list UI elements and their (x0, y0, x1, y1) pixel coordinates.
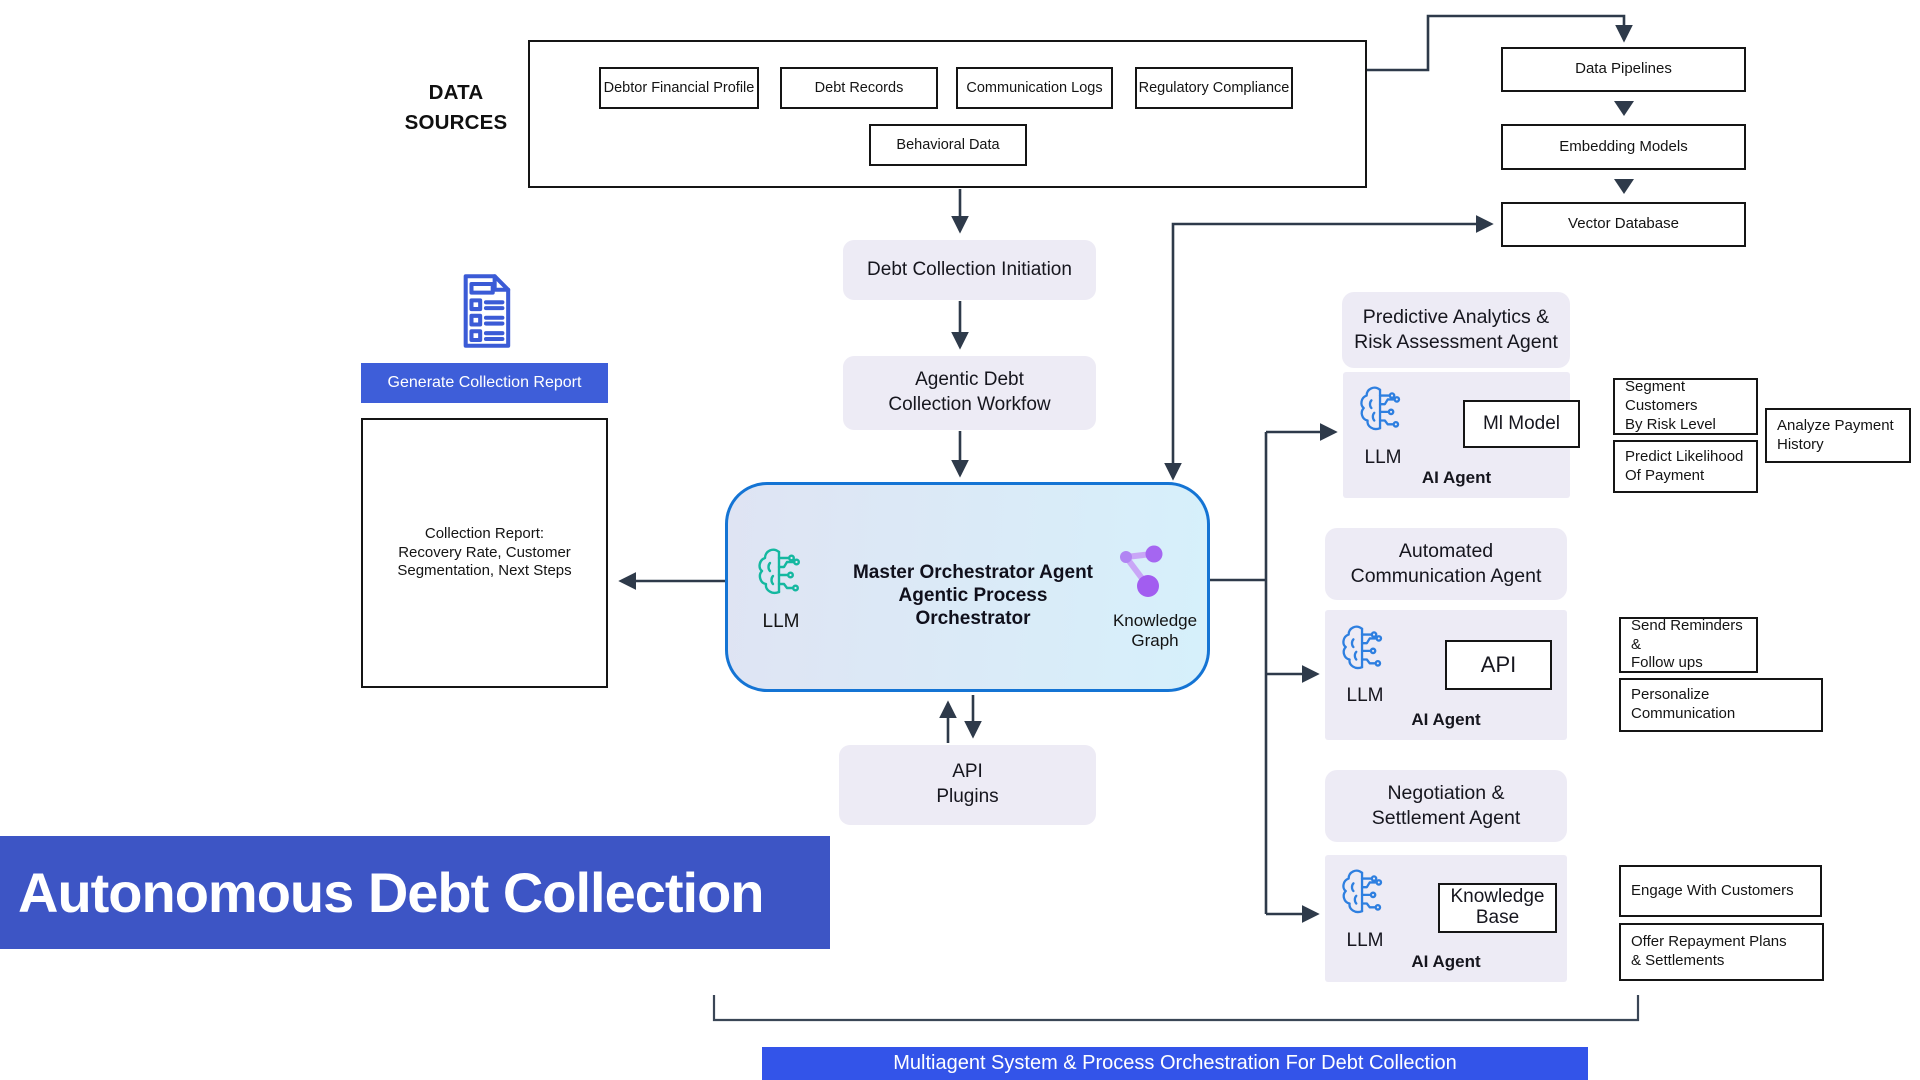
collection-report-line: Recovery Rate, Customer (398, 543, 571, 561)
collection-report-line: Collection Report: (424, 524, 545, 542)
agent-3-task-1: Engage With Customers (1619, 865, 1822, 917)
task-line: History (1777, 435, 1824, 453)
agent-1-ai-agent-label: AI Agent (1421, 467, 1492, 487)
chevron-pipelines-to-embeddings (1614, 101, 1634, 116)
agent-3-label-line: Negotiation & (1387, 781, 1505, 804)
agentic-workflow-line: Collection Workfow (888, 394, 1051, 415)
task-line: By Risk Level (1625, 415, 1716, 433)
agent-3-tool-box: Knowledge Base (1438, 883, 1557, 933)
knowledge-graph-label: Knowledge Graph (1104, 611, 1206, 651)
pipeline-box-data-pipelines: Data Pipelines (1501, 47, 1746, 92)
task-line: Predict Likelihood (1625, 447, 1744, 465)
llm-brain-icon (758, 548, 801, 595)
collection-report-line: Segmentation, Next Steps (397, 562, 572, 580)
task-line: Segment Customers (1625, 378, 1698, 415)
agent-2-label-line: Automated (1398, 539, 1494, 562)
orchestrator-title-line: Orchestrator (915, 608, 1031, 630)
data-source-item: Behavioral Data (869, 124, 1027, 166)
api-plugins-line: Plugins (936, 786, 999, 807)
task-line: Analyze Payment (1777, 416, 1894, 434)
agent-2-llm-label: LLM (1346, 685, 1384, 706)
data-source-item: Regulatory Compliance (1135, 67, 1293, 109)
agent-2-label-line: Communication Agent (1350, 565, 1542, 587)
agent-1-tool-box: Ml Model (1463, 400, 1580, 448)
agent-2-label: Automated Communication Agent (1325, 528, 1567, 600)
agent-3-task-2: Offer Repayment Plans & Settlements (1619, 923, 1824, 981)
agent-3-card: LLM Knowledge Base AI Agent (1325, 855, 1567, 982)
task-line: & Settlements (1631, 952, 1725, 969)
agent-1-label-line: Risk Assessment Agent (1354, 331, 1558, 353)
orchestrator-box: LLM Master Orchestrator Agent Agentic Pr… (725, 482, 1210, 692)
agent-1-task-1: Segment Customers By Risk Level (1613, 378, 1758, 435)
flow-box-initiation: Debt Collection Initiation (843, 240, 1096, 300)
agent-1-label: Predictive Analytics & Risk Assessment A… (1342, 292, 1570, 368)
agent-1-task-3: Analyze Payment History (1765, 408, 1911, 463)
task-line: Send Reminders & (1631, 616, 1743, 653)
task-line: Offer Repayment Plans (1631, 933, 1787, 951)
task-line: Engage With Customers (1631, 881, 1794, 899)
title-banner: Autonomous Debt Collection (0, 836, 830, 949)
task-line: Personalize Communication (1631, 686, 1736, 722)
orchestrator-title-line: Agentic Process (898, 585, 1048, 607)
agentic-workflow-line: Agentic Debt (915, 369, 1024, 391)
agent-2-llm-icon (1342, 625, 1383, 670)
api-plugins-line: API (952, 761, 983, 783)
pipeline-box-embedding-models: Embedding Models (1501, 124, 1746, 170)
data-source-item: Debtor Financial Profile (599, 67, 759, 109)
agent-2-card: LLM API AI Agent (1325, 610, 1567, 740)
knowledge-graph-label-line: Graph (1131, 631, 1179, 651)
agent-3-label-line: Settlement Agent (1371, 807, 1521, 829)
bottom-bracket (712, 995, 1640, 1022)
data-source-item: Debt Records (780, 67, 938, 109)
flow-box-agentic-workflow: Agentic Debt Collection Workfow (843, 356, 1096, 430)
data-source-item: Communication Logs (956, 67, 1113, 109)
generate-report-button[interactable]: Generate Collection Report (361, 363, 608, 403)
knowledge-graph-icon (1120, 545, 1163, 597)
task-line: Of Payment (1625, 466, 1705, 484)
agent-1-tool-label: Ml Model (1482, 412, 1561, 434)
agent-1-card: LLM Ml Model AI Agent (1343, 372, 1580, 498)
pipeline-box-vector-database: Vector Database (1501, 202, 1746, 247)
orchestrator-title-line: Master Orchestrator Agent (852, 562, 1094, 583)
agent-2-task-2: Personalize Communication (1619, 678, 1823, 732)
footer-banner: Multiagent System & Process Orchestratio… (762, 1047, 1588, 1080)
agent-2-ai-agent-label: AI Agent (1411, 709, 1481, 729)
agent-3-llm-icon (1342, 869, 1383, 914)
agent-2-task-1: Send Reminders & Follow ups (1619, 617, 1758, 673)
data-sources-label: DATA SOURCES (404, 81, 508, 134)
agent-3-tool-label: Knowledge (1450, 886, 1545, 908)
knowledge-graph-label-line: Knowledge (1112, 611, 1198, 630)
agent-1-llm-label: LLM (1364, 447, 1402, 468)
api-plugins-box: API Plugins (839, 745, 1096, 825)
agent-3-label: Negotiation & Settlement Agent (1325, 770, 1567, 842)
chevron-embeddings-to-vector (1614, 179, 1634, 194)
agent-1-task-2: Predict Likelihood Of Payment (1613, 440, 1758, 493)
task-line: Follow ups (1631, 654, 1703, 672)
collection-report-box: Collection Report: Recovery Rate, Custom… (361, 418, 608, 688)
report-document-icon (463, 274, 511, 348)
agent-2-tool-box: API (1445, 640, 1552, 690)
agent-3-ai-agent-label: AI Agent (1411, 951, 1481, 971)
agent-3-llm-label: LLM (1346, 930, 1384, 951)
llm-label: LLM (762, 611, 800, 632)
flow-box-initiation-label: Debt Collection Initiation (867, 258, 1072, 280)
agent-2-tool-label: API (1480, 652, 1517, 678)
agent-1-label-line: Predictive Analytics & (1362, 305, 1550, 328)
agent-3-tool-label: Base (1475, 907, 1520, 928)
orchestrator-title: Master Orchestrator Agent Agentic Proces… (833, 561, 1113, 631)
agent-1-llm-icon (1360, 386, 1401, 431)
